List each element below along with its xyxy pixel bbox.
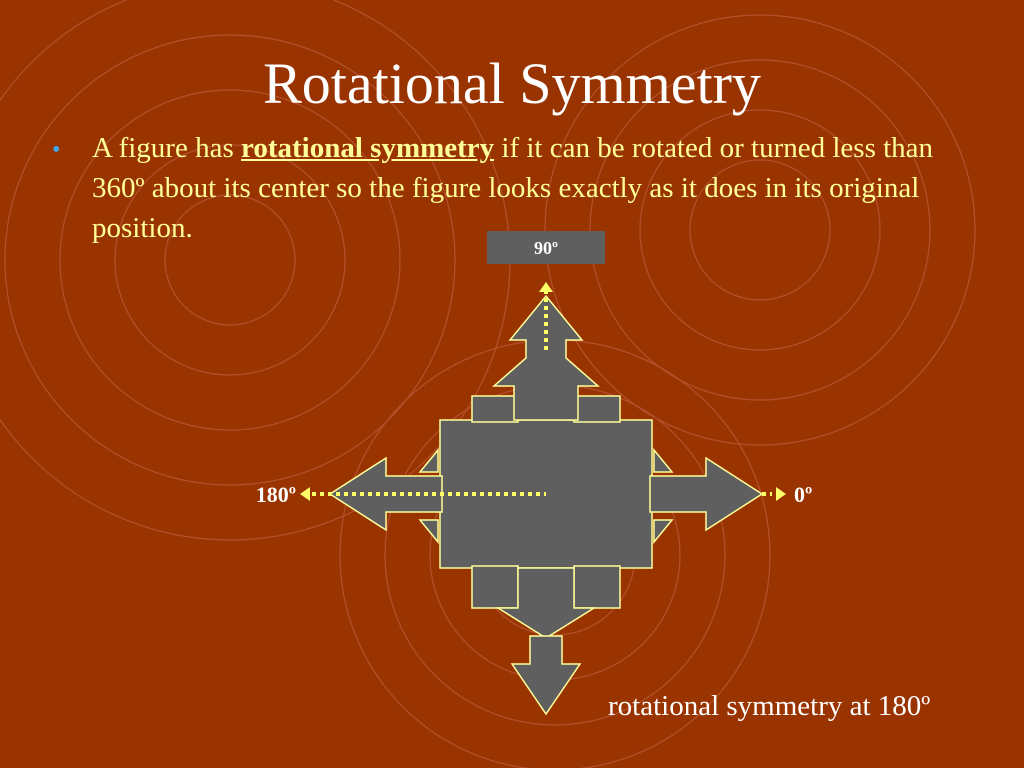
definition-term: rotational symmetry [241, 132, 495, 164]
label-0: 0º [794, 482, 812, 507]
step-block-bottom-right [573, 565, 621, 609]
bullet-dot-icon: • [52, 137, 61, 163]
definition-prefix: A figure has [92, 132, 241, 164]
arrowhead-0-icon [776, 487, 786, 501]
arrow-up [492, 294, 600, 421]
caption: rotational symmetry at 180º [608, 690, 931, 722]
diagonal-stub-upper-right [653, 447, 674, 473]
label-90: 90º [534, 238, 558, 258]
diagonal-stub-lower-right [653, 519, 674, 545]
label-box-90 [487, 231, 605, 264]
label-180: 180º [256, 482, 296, 507]
step-block-top-left [471, 395, 519, 423]
arrow-down [495, 567, 597, 639]
arrowhead-90-icon [539, 282, 553, 292]
diagonal-stub-upper-left [418, 447, 439, 473]
arrow-down-tail [510, 635, 582, 716]
step-block-top-right [573, 395, 621, 423]
slide-title: Rotational Symmetry [263, 51, 761, 116]
definition-text: A figure has rotational symmetry if it c… [92, 128, 972, 248]
diagonal-arrow-stubs [418, 447, 674, 545]
dotted-arrowheads [300, 282, 786, 501]
dotted-guides [312, 290, 772, 496]
definition-suffix: if it can be rotated or turned less than… [92, 132, 934, 244]
diagonal-stub-lower-left [418, 519, 439, 545]
step-block-bottom-left [471, 565, 519, 609]
arrowhead-180-icon [300, 487, 310, 501]
arrow-figure [328, 294, 764, 716]
arrow-right [649, 456, 764, 532]
